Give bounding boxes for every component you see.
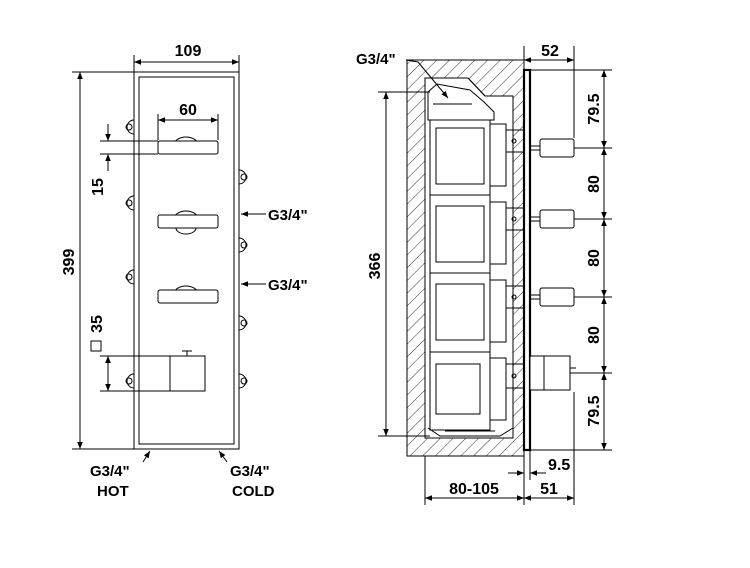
handle-1 xyxy=(157,136,219,155)
dim-height-399: 399 xyxy=(61,249,78,276)
dim-spacing-5: 79.5 xyxy=(586,395,603,426)
mounting-lugs-right xyxy=(238,169,248,389)
handle-3 xyxy=(157,285,219,304)
side-view: G3/4" 52 366 79.5 80 80 80 79.5 xyxy=(356,43,612,505)
dim-square-35: 35 xyxy=(89,315,106,333)
cold-port-label: G3/4" xyxy=(230,463,270,480)
cold-label: COLD xyxy=(232,483,275,500)
side-handle-1 xyxy=(530,138,575,158)
side-cover-plate xyxy=(522,68,532,452)
port-label-1: G3/4" xyxy=(268,207,308,224)
hot-port-label: G3/4" xyxy=(90,463,130,480)
handle-2 xyxy=(157,210,219,235)
side-handle-3 xyxy=(530,287,575,307)
dim-spacing-4: 80 xyxy=(586,326,603,344)
square-control-knob xyxy=(169,350,206,392)
dim-plate-51: 51 xyxy=(540,481,558,498)
port-label-2: G3/4" xyxy=(268,277,308,294)
dim-handle-height-15: 15 xyxy=(90,178,107,196)
front-plate xyxy=(133,71,240,450)
mounting-lugs-left xyxy=(125,119,135,389)
dim-projection-52: 52 xyxy=(541,43,559,60)
dim-body-height-366: 366 xyxy=(367,253,384,280)
front-plate-inner xyxy=(138,76,235,445)
valve-body xyxy=(427,83,525,437)
front-view: 109 60 399 15 35 G3/4" G3/4" G3/4" HOT xyxy=(61,43,308,500)
dim-width-109: 109 xyxy=(175,43,202,60)
side-knob xyxy=(529,355,576,391)
side-handle-2 xyxy=(530,209,575,229)
dim-spacing-2: 80 xyxy=(586,175,603,193)
square-symbol xyxy=(90,340,102,352)
dim-spacing-1: 79.5 xyxy=(586,93,603,124)
dim-handle-width-60: 60 xyxy=(179,102,197,119)
hot-label: HOT xyxy=(97,483,129,500)
dim-spacing-3: 80 xyxy=(586,249,603,267)
side-top-port-label: G3/4" xyxy=(356,51,396,68)
dim-depth-80-105: 80-105 xyxy=(449,481,499,498)
dim-offset-9-5: 9.5 xyxy=(548,457,570,474)
